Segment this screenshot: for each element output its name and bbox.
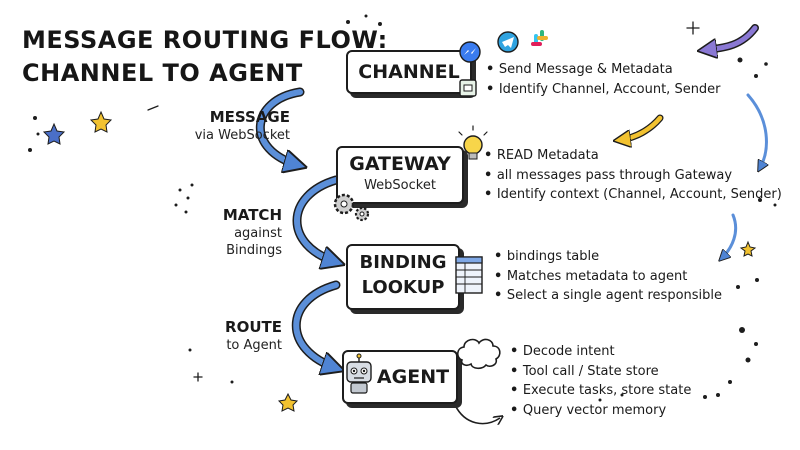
decorative-dots (28, 14, 777, 402)
binding-label-line-2: LOOKUP (361, 277, 445, 298)
step-message-label: MESSAGE (209, 108, 290, 126)
gateway-box: GATEWAY WebSocket (336, 146, 464, 204)
flow-arrow-route (291, 280, 336, 368)
flow-arrow-match (292, 175, 336, 262)
gateway-sublabel: WebSocket (364, 178, 436, 193)
gateway-bullet: all messages pass through Gateway (484, 166, 782, 186)
step-match: MATCH against Bindings (223, 206, 282, 259)
flow-arrow-message (255, 87, 300, 165)
channel-box: CHANNEL (346, 50, 472, 94)
step-message-detail: via WebSocket (194, 128, 290, 143)
agent-bullet: Execute tasks, store state (510, 381, 691, 401)
step-match-label: MATCH (222, 206, 282, 224)
agent-bullet: Decode intent (510, 342, 691, 362)
binding-bullet: Matches metadata to agent (494, 267, 722, 287)
agent-output-arrow (454, 404, 500, 424)
step-message: MESSAGE via WebSocket (195, 108, 290, 144)
sparkle-icon (147, 21, 700, 382)
purple-arrow (705, 24, 759, 50)
step-route: ROUTE to Agent (225, 318, 282, 354)
star-icon (42, 122, 66, 145)
gateway-bullet: READ Metadata (484, 146, 782, 166)
step-match-detail-2: Bindings (226, 243, 282, 258)
diagram-title: MESSAGE ROUTING FLOW: CHANNEL TO AGENT (22, 24, 388, 90)
step-match-detail-1: against (234, 226, 282, 241)
gateway-label: GATEWAY (349, 153, 451, 175)
agent-bullet: Query vector memory (510, 401, 691, 421)
channel-bullets: Send Message & Metadata Identify Channel… (486, 60, 721, 99)
agent-box: AGENT (342, 350, 458, 404)
step-route-label: ROUTE (225, 318, 282, 336)
yellow-arrow (620, 114, 664, 140)
step-route-detail: to Agent (226, 338, 282, 353)
channel-label: CHANNEL (358, 61, 460, 83)
right-blue-arrow-2 (722, 213, 738, 258)
binding-bullets: bindings table Matches metadata to agent… (494, 247, 722, 306)
gateway-bullet: Identify context (Channel, Account, Send… (484, 185, 782, 205)
star-icon (277, 392, 299, 412)
channel-bullet: Send Message & Metadata (486, 60, 721, 80)
title-line-2: CHANNEL TO AGENT (22, 59, 303, 87)
agent-label: AGENT (376, 366, 450, 388)
title-line-1: MESSAGE ROUTING FLOW: (22, 26, 388, 54)
star-icon (739, 240, 757, 257)
gateway-bullets: READ Metadata all messages pass through … (484, 146, 782, 205)
agent-bullets: Decode intent Tool call / State store Ex… (510, 342, 691, 420)
channel-bullet: Identify Channel, Account, Sender (486, 80, 721, 100)
star-icon (89, 110, 113, 133)
binding-lookup-box: BINDING LOOKUP (346, 244, 460, 310)
binding-bullet: Select a single agent responsible (494, 286, 722, 306)
agent-bullet: Tool call / State store (510, 362, 691, 382)
binding-bullet: bindings table (494, 247, 722, 267)
binding-label-line-1: BINDING (359, 252, 447, 273)
